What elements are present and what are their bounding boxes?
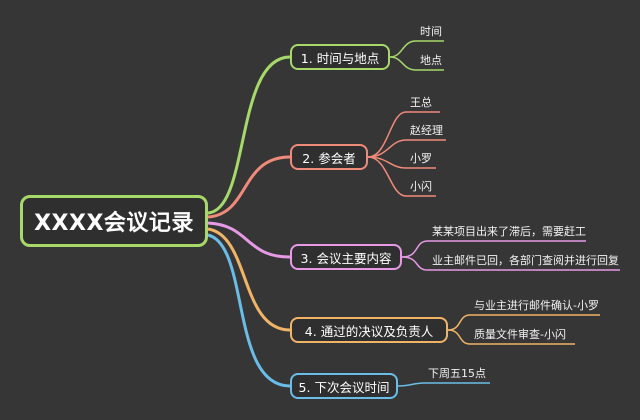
topic-5-label: 5. 下次会议时间 [298,379,390,395]
connector-topic-4-leaf-1 [447,314,600,331]
leaf-1-1[interactable]: 时间 [420,25,442,38]
connector-topic-4-leaf-2 [447,329,575,345]
topic-node-4[interactable]: 4. 通过的决议及负责人 [290,317,448,343]
connector-topic-1-leaf-1 [389,40,444,58]
leaf-2-1[interactable]: 王总 [410,96,432,109]
connector-root-topic-1 [207,55,291,215]
topic-node-5[interactable]: 5. 下次会议时间 [290,373,398,399]
leaf-2-3[interactable]: 小罗 [410,152,432,165]
topic-node-1[interactable]: 1. 时间与地点 [290,44,390,70]
topic-3-label: 3. 会议主要内容 [300,250,392,266]
topic-2-label: 2. 参会者 [302,150,356,166]
leaf-3-2[interactable]: 业主邮件已回，各部门查阅并进行回复 [432,254,619,267]
topic-1-label: 1. 时间与地点 [300,50,380,66]
root-label: XXXX会议记录 [34,211,194,236]
connector-topic-2-leaf-1 [367,111,440,158]
leaf-2-4[interactable]: 小闪 [410,180,432,193]
connector-topic-2-leaf-4 [367,156,436,197]
leaf-4-1[interactable]: 与业主进行邮件确认-小罗 [474,299,599,312]
leaf-3-1[interactable]: 某某项目出来了滞后，需要赶工 [432,225,586,238]
connector-root-topic-5 [207,233,291,388]
topic-node-3[interactable]: 3. 会议主要内容 [290,244,402,270]
connector-topic-3-leaf-2 [401,256,620,271]
root-node[interactable]: XXXX会议记录 [20,195,208,247]
topic-4-label: 4. 通过的决议及负责人 [304,323,434,339]
topic-node-2[interactable]: 2. 参会者 [290,144,368,170]
connector-root-topic-3 [207,221,291,259]
connector-topic-5-leaf-1 [397,382,490,387]
connector-topic-3-leaf-1 [401,240,586,258]
connector-topic-1-leaf-2 [389,56,444,71]
leaf-4-2[interactable]: 质量文件审查-小闪 [474,328,566,341]
connector-root-topic-4 [207,227,291,332]
connector-root-topic-2 [207,155,291,219]
leaf-2-2[interactable]: 赵经理 [410,124,443,137]
leaf-1-2[interactable]: 地点 [420,54,442,67]
leaf-5-1[interactable]: 下周五15点 [428,367,486,380]
connector-topic-2-leaf-2 [367,139,446,158]
